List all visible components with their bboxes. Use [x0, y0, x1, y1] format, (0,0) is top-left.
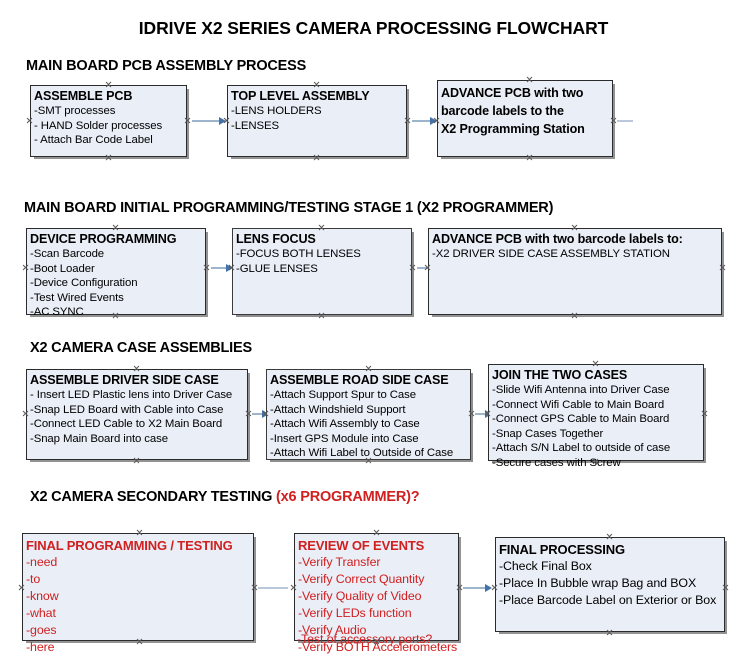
box-title: FINAL PROGRAMMING / TESTING	[26, 538, 233, 553]
section-heading-text: MAIN BOARD INITIAL PROGRAMMING/TESTING S…	[24, 200, 554, 216]
connector-road-case-to-join-cases	[475, 413, 488, 415]
box-line: -need	[26, 555, 58, 569]
box-line: -Boot Loader	[30, 262, 95, 275]
box-line: -GLUE LENSES	[236, 262, 318, 275]
section-heading-main-board-initial-programming: MAIN BOARD INITIAL PROGRAMMING/TESTING S…	[24, 200, 553, 216]
connector-arrowhead	[262, 409, 269, 418]
box-line: -Verify LEDs function	[298, 606, 412, 620]
box-line: -Snap Cases Together	[492, 427, 604, 440]
box-line: -Verify Transfer	[298, 555, 381, 569]
section-heading-main-board-pcb-assembly-process: MAIN BOARD PCB ASSEMBLY PROCESS	[26, 58, 306, 74]
section-heading-text: X2 CAMERA SECONDARY TESTING	[30, 489, 277, 505]
box-title: JOIN THE TWO CASES	[492, 368, 628, 382]
box-line: -Connect GPS Cable to Main Board	[492, 413, 670, 426]
box-line: -Scan Barcode	[30, 248, 105, 260]
box-line: - Attach Bar Code Label	[34, 134, 153, 147]
box-line: -Verify BOTH Accelerometers	[298, 640, 458, 654]
box-line: -here	[26, 640, 55, 654]
box-device-programming[interactable]: DEVICE PROGRAMMING -Scan Barcode -Boot L…	[26, 228, 206, 318]
box-line: -SMT processes	[34, 105, 116, 117]
box-title: FINAL PROCESSING	[499, 542, 625, 557]
box-title-line-3: X2 Programming Station	[441, 122, 585, 136]
box-overflow-line: -Test of accessory ports?	[297, 632, 433, 646]
box-final-processing[interactable]: FINAL PROCESSING -Check Final Box -Place…	[495, 537, 725, 632]
box-line: -Place Barcode Label on Exterior or Box	[499, 593, 717, 607]
section-heading-text: X2 CAMERA CASE ASSEMBLIES	[30, 340, 252, 356]
box-line: - HAND Solder processes	[34, 119, 163, 132]
box-line: -Verify Quality of Video	[298, 589, 422, 603]
box-assemble-road-side-case[interactable]: ASSEMBLE ROAD SIDE CASE -Attach Support …	[266, 369, 471, 460]
box-line: -LENS HOLDERS	[231, 105, 322, 117]
box-line: -Slide Wifi Antenna into Driver Case	[492, 384, 670, 396]
connector-device-programming-to-lens-focus	[211, 267, 229, 269]
connector-top-level-to-advance-pcb	[412, 120, 434, 122]
page-title: IDRIVE X2 SERIES CAMERA PROCESSING FLOWC…	[138, 18, 609, 38]
box-line: -Connect Wifi Cable to Main Board	[492, 398, 665, 411]
box-line: -Device Configuration	[30, 277, 138, 290]
box-title: ASSEMBLE PCB	[34, 89, 133, 103]
box-lens-focus[interactable]: LENS FOCUS -FOCUS BOTH LENSES -GLUE LENS…	[232, 228, 412, 315]
box-line: -Snap Main Board into case	[30, 432, 168, 445]
connector-arrowhead	[219, 116, 226, 125]
box-title: REVIEW OF EVENTS	[298, 538, 425, 553]
box-advance-pcb-driver-side-station[interactable]: ADVANCE PCB with two barcode labels to: …	[428, 228, 722, 315]
box-line: -goes	[26, 623, 57, 637]
box-assemble-pcb[interactable]: ASSEMBLE PCB -SMT processes - HAND Solde…	[30, 85, 187, 157]
connector-stub	[258, 587, 288, 589]
box-assemble-driver-side-case[interactable]: ASSEMBLE DRIVER SIDE CASE - Insert LED P…	[26, 369, 248, 460]
box-line: -FOCUS BOTH LENSES	[236, 248, 361, 260]
box-line: -Attach S/N Label to outside of case	[492, 442, 671, 455]
connector-driver-case-to-road-case	[252, 413, 265, 415]
box-top-level-assembly[interactable]: TOP LEVEL ASSEMBLY -LENS HOLDERS -LENSES	[227, 85, 407, 157]
box-line: -to	[26, 572, 41, 586]
box-line: -X2 DRIVER SIDE CASE ASSEMBLY STATION	[432, 248, 670, 260]
box-title-line-1: ADVANCE PCB with two	[441, 86, 584, 100]
box-title: ADVANCE PCB with two barcode labels to:	[432, 232, 683, 246]
box-line: -Insert GPS Module into Case	[270, 432, 419, 445]
box-line: -Attach Support Spur to Case	[270, 389, 416, 401]
connector-assemble-pcb-to-top-level	[192, 120, 222, 122]
box-line: -Verify Correct Quantity	[298, 572, 425, 586]
box-line: -Attach Wifi Assembly to Case	[270, 418, 420, 431]
connector-arrowhead	[430, 116, 437, 125]
box-line: -Verify Audio	[298, 623, 367, 637]
section-heading-text: MAIN BOARD PCB ASSEMBLY PROCESS	[26, 58, 307, 74]
box-title: TOP LEVEL ASSEMBLY	[231, 89, 370, 103]
box-title-line-2: barcode labels to the	[441, 104, 564, 118]
box-title: DEVICE PROGRAMMING	[30, 232, 177, 246]
box-line: - Insert LED Plastic lens into Driver Ca…	[30, 389, 233, 401]
box-review-of-events[interactable]: REVIEW OF EVENTS -Verify Transfer -Verif…	[294, 533, 459, 654]
box-final-programming-testing[interactable]: FINAL PROGRAMMING / TESTING -need -to -k…	[22, 533, 254, 654]
section-heading-x2-camera-case-assemblies: X2 CAMERA CASE ASSEMBLIES	[30, 340, 252, 356]
connector-stub	[617, 120, 633, 122]
box-line: -Attach Windshield Support	[270, 403, 406, 416]
box-line: -Check Final Box	[499, 559, 592, 573]
box-line: -Secure cases with Screw	[492, 456, 621, 469]
box-line: -what	[26, 606, 56, 620]
box-title: ASSEMBLE ROAD SIDE CASE	[270, 373, 449, 387]
box-line: -Test Wired Events	[30, 291, 124, 304]
box-line: -AC SYNC	[30, 306, 84, 319]
box-title: LENS FOCUS	[236, 232, 316, 246]
connector-review-to-final-processing	[463, 587, 488, 589]
box-advance-pcb-to-programming-station[interactable]: ADVANCE PCB with two barcode labels to t…	[437, 80, 613, 157]
box-line: -Place In Bubble wrap Bag and BOX	[499, 576, 697, 590]
box-line: -LENSES	[231, 119, 280, 132]
connector-arrowhead	[485, 583, 492, 592]
box-line: -Attach Wifi Label to Outside of Case	[270, 447, 454, 460]
connector-arrowhead	[226, 263, 233, 272]
box-line: -Snap LED Board with Cable into Case	[30, 403, 224, 416]
box-line: -know	[26, 589, 59, 603]
box-join-the-two-cases[interactable]: JOIN THE TWO CASES -Slide Wifi Antenna i…	[488, 364, 704, 469]
box-line: -Connect LED Cable to X2 Main Board	[30, 418, 223, 431]
connector-lens-focus-to-advance-pcb-driver	[417, 267, 435, 269]
section-heading-x2-camera-secondary-testing: X2 CAMERA SECONDARY TESTING (x6 PROGRAMM…	[30, 489, 420, 505]
section-heading-annotation: (x6 PROGRAMMER)?	[276, 489, 420, 505]
box-title: ASSEMBLE DRIVER SIDE CASE	[30, 373, 219, 387]
